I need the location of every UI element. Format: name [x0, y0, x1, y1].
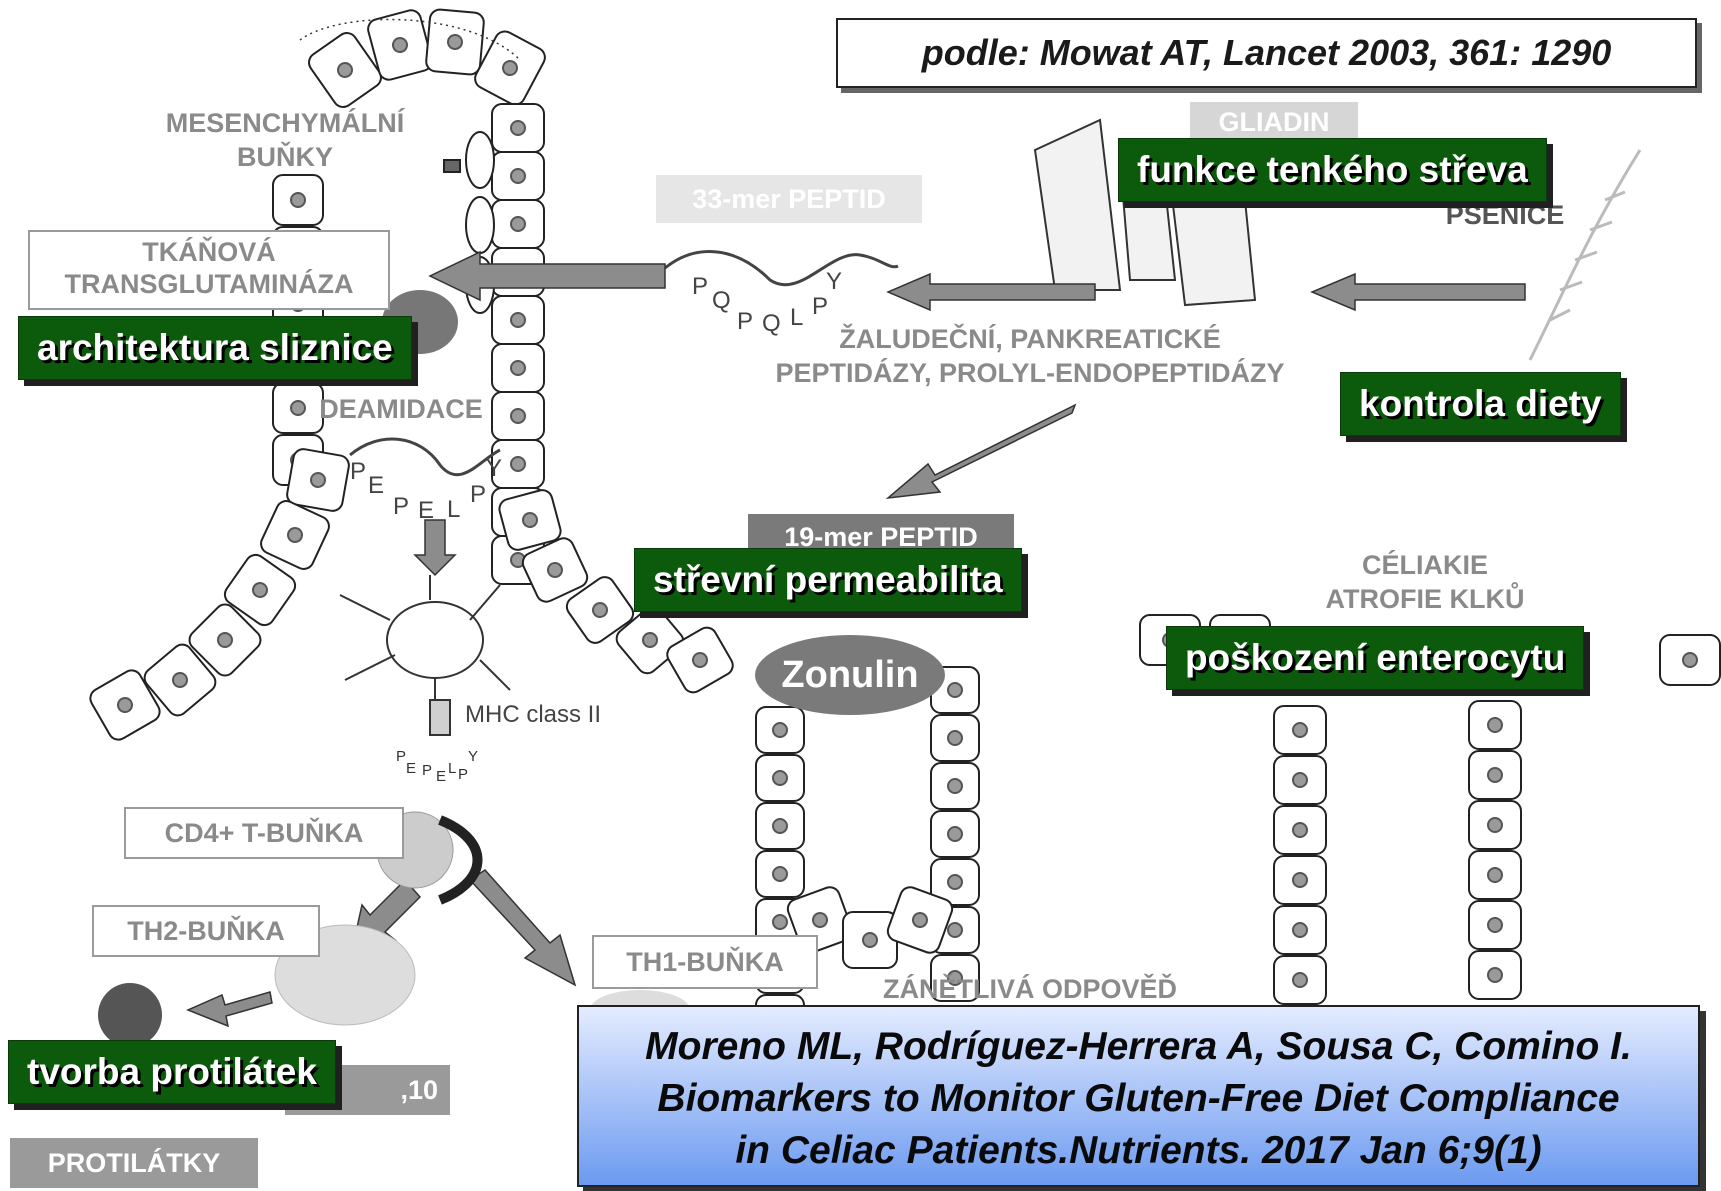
- native-seq-bottom-2: Q: [762, 310, 781, 338]
- epithelial-cell: [492, 344, 544, 392]
- citation-line-3: in Celiac Patients.Nutrients. 2017 Jan 6…: [579, 1125, 1698, 1177]
- deamidated-peptide-chain: [350, 439, 500, 475]
- cd4-t-cell-label: CD4+ T-BUŇKA: [124, 807, 404, 859]
- epithelial-cell: [931, 811, 979, 857]
- epithelial-cell: [1469, 751, 1521, 799]
- native-seq-bottom-3: L: [790, 304, 803, 332]
- epithelial-cell: [931, 715, 979, 761]
- epithelial-cell: [756, 755, 804, 801]
- mesenchymal-cells-label: MESENCHYMÁLNÍ BUŇKY: [140, 106, 430, 174]
- label-small-intestine-function: funkce tenkého střeva: [1118, 138, 1547, 202]
- deamidated-seq-top-1: P: [350, 458, 366, 486]
- mhc-bound-sequence: P E P E L P Y: [392, 744, 482, 784]
- epithelial-cell: [1660, 635, 1720, 685]
- epithelial-cell: [756, 707, 804, 753]
- deamidated-seq-bottom-4: P: [470, 481, 486, 509]
- arrow-gliadin-to-33mer: [1312, 274, 1525, 310]
- label-antibody-formation: tvorba protilátek: [8, 1040, 336, 1104]
- inflammatory-response-label: ZÁNĚTLIVÁ ODPOVĚĎ: [850, 972, 1210, 1006]
- celiac-line-2: ATROFIE KLKŮ: [1290, 582, 1560, 616]
- epithelial-cell: [1469, 801, 1521, 849]
- native-seq-bottom-1: P: [737, 308, 753, 336]
- transglutaminase-label: TKÁŇOVÁ TRANSGLUTAMINÁZA: [28, 230, 390, 310]
- epithelial-cell: [492, 296, 544, 344]
- epithelial-cell: [1469, 951, 1521, 999]
- mesenchymal-line-2: BUŇKY: [140, 140, 430, 174]
- arrow-to-tissue-transglutaminase: [430, 252, 665, 300]
- celiac-atrophy-label: CÉLIAKIE ATROFIE KLKŮ: [1290, 548, 1560, 616]
- plasma-cell: [98, 983, 162, 1047]
- epithelial-cell: [931, 763, 979, 809]
- deamidated-seq-top-2: E: [368, 472, 384, 500]
- arrow-th2-to-plasma: [188, 992, 272, 1026]
- mesenchymal-line-1: MESENCHYMÁLNÍ: [140, 106, 430, 140]
- transglutaminase-line-2: TRANSGLUTAMINÁZA: [30, 268, 388, 300]
- epithelial-cell: [492, 200, 544, 248]
- native-seq-top-2: Q: [712, 287, 731, 315]
- arrow-cd4-to-th1: [470, 870, 575, 985]
- peptidases-line-2: PEPTIDÁZY, PROLYL-ENDOPEPTIDÁZY: [720, 356, 1340, 390]
- epithelial-cell: [1274, 706, 1326, 754]
- epithelial-cell: [1274, 906, 1326, 954]
- epithelial-cell: [843, 912, 897, 968]
- arrow-to-19mer: [888, 405, 1075, 498]
- epithelial-cell: [1274, 956, 1326, 1004]
- epithelial-cell: [425, 9, 484, 75]
- epithelial-cell: [756, 803, 804, 849]
- epithelial-cell: [1469, 701, 1521, 749]
- gliadin-label: GLIADIN: [1190, 102, 1358, 142]
- label-mucosa-architecture: architektura sliznice: [18, 316, 412, 380]
- deamidated-seq-top-3: Y: [486, 455, 502, 483]
- mhc-seq-4: E: [436, 768, 446, 785]
- antibodies-label: PROTILÁTKY: [10, 1138, 258, 1188]
- arrow-deamidation-down: [415, 520, 455, 575]
- th1-cell-label: TH1-BUŇKA: [592, 935, 818, 989]
- th2-cell-label: TH2-BUŇKA: [92, 905, 320, 957]
- mhc-seq-6: P: [458, 766, 468, 783]
- mhc-seq-2: E: [406, 760, 416, 777]
- epithelial-cell: [492, 104, 544, 152]
- mhc-seq-5: L: [448, 760, 456, 777]
- native-seq-top-1: P: [692, 273, 708, 301]
- citation-line-2: Biomarkers to Monitor Gluten-Free Diet C…: [579, 1073, 1698, 1125]
- deamidated-seq-bottom-2: E: [418, 497, 434, 525]
- peptidases-label: ŽALUDEČNÍ, PANKREATICKÉ PEPTIDÁZY, PROLY…: [720, 322, 1340, 390]
- celiac-line-1: CÉLIAKIE: [1290, 548, 1560, 582]
- citation-box: Moreno ML, Rodríguez-Herrera A, Sousa C,…: [577, 1005, 1700, 1187]
- zonulin-label: Zonulin: [750, 645, 950, 705]
- epithelial-cell: [1274, 856, 1326, 904]
- epithelial-cell: [756, 851, 804, 897]
- epithelial-cell: [273, 175, 323, 225]
- peptidases-line-1: ŽALUDEČNÍ, PANKREATICKÉ: [720, 322, 1340, 356]
- epithelial-cell: [1469, 851, 1521, 899]
- label-intestinal-permeability: střevní permeabilita: [634, 548, 1022, 612]
- epithelial-cell: [286, 448, 351, 513]
- mhc-class-ii-label: MHC class II: [465, 698, 640, 732]
- deamidation-label: DEAMIDACE: [296, 392, 506, 426]
- label-enterocyte-damage: poškození enterocytu: [1166, 626, 1584, 690]
- epithelial-cell: [1274, 806, 1326, 854]
- source-reference-text: podle: Mowat AT, Lancet 2003, 361: 1290: [838, 20, 1695, 86]
- epithelial-cell: [1469, 901, 1521, 949]
- mhc-seq-7: Y: [468, 748, 478, 765]
- transglutaminase-line-1: TKÁŇOVÁ: [30, 236, 388, 268]
- peptide-33mer-label: 33-mer PEPTID: [656, 175, 922, 223]
- label-diet-control: kontrola diety: [1340, 372, 1621, 436]
- deamidated-seq-bottom-3: L: [447, 496, 460, 524]
- wheat-label: PŠENICE: [1420, 198, 1590, 232]
- deamidated-seq-bottom-1: P: [393, 493, 409, 521]
- mhc-seq-1: P: [396, 748, 406, 765]
- antigen-presenting-cell: [340, 575, 510, 705]
- citation-line-1: Moreno ML, Rodríguez-Herrera A, Sousa C,…: [579, 1021, 1698, 1073]
- epithelial-cell: [1274, 756, 1326, 804]
- source-reference-box: podle: Mowat AT, Lancet 2003, 361: 1290: [836, 18, 1697, 88]
- native-seq-bottom-4: P: [812, 293, 828, 321]
- mhc-class-ii-receptor: [430, 700, 450, 735]
- epithelial-cell: [492, 152, 544, 200]
- native-seq-top-3: Y: [826, 268, 842, 296]
- mhc-seq-3: P: [422, 762, 432, 779]
